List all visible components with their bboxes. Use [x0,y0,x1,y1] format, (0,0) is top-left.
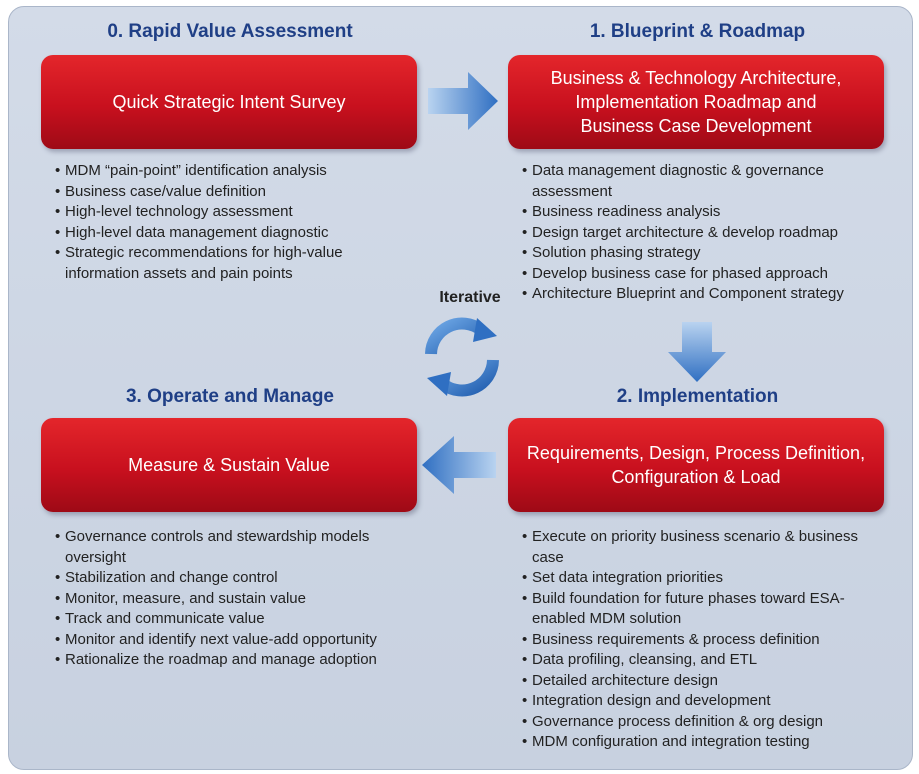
list-item: Architecture Blueprint and Component str… [522,284,887,305]
list-item: Governance controls and stewardship mode… [55,527,400,568]
phase-0-box: Quick Strategic Intent Survey [41,55,417,149]
phase-1-title: 1. Blueprint & Roadmap [589,21,806,42]
list-item: MDM “pain-point” identification analysis [55,161,395,182]
list-item: Monitor, measure, and sustain value [55,589,400,610]
list-item: Set data integration priorities [522,568,887,589]
arrow-down-icon [668,322,726,382]
phase-1-box-line-2: Implementation Roadmap and [575,92,817,112]
list-item: MDM configuration and integration testin… [522,732,887,753]
list-item: Data profiling, cleansing, and ETL [522,650,887,671]
list-item: Business readiness analysis [522,202,887,223]
list-item: Track and communicate value [55,609,400,630]
list-item: Strategic recommendations for high-value… [55,243,395,284]
arrow-left-icon [422,436,496,494]
phase-0-bullets: MDM “pain-point” identification analysis… [55,161,395,284]
phase-0-box-line-1: Quick Strategic Intent Survey [112,92,346,112]
phase-0-title: 0. Rapid Value Assessment [107,21,353,42]
phase-2-box-line-2: Configuration & Load [611,467,781,487]
phase-3-box: Measure & Sustain Value [41,418,417,512]
list-item: Governance process definition & org desi… [522,712,887,733]
list-item: Monitor and identify next value-add oppo… [55,630,400,651]
phase-3-title: 3. Operate and Manage [125,386,334,407]
list-item: Stabilization and change control [55,568,400,589]
list-item: High-level technology assessment [55,202,395,223]
list-item: Develop business case for phased approac… [522,264,887,285]
phase-2-bullets: Execute on priority business scenario & … [522,527,887,753]
phase-1-bullets: Data management diagnostic & governance … [522,161,887,305]
list-item: Business case/value definition [55,182,395,203]
phase-1-box-line-1: Business & Technology Architecture, [550,68,842,88]
iterative-label: Iterative [439,289,501,306]
phase-3-box-line-1: Measure & Sustain Value [128,455,330,475]
list-item: Integration design and development [522,691,887,712]
phase-1-box: Business & Technology Architecture, Impl… [508,55,884,149]
list-item: High-level data management diagnostic [55,223,395,244]
phase-2-box-line-1: Requirements, Design, Process Definition… [526,443,866,463]
list-item: Rationalize the roadmap and manage adopt… [55,650,400,671]
phase-2-box: Requirements, Design, Process Definition… [508,418,884,512]
list-item: Detailed architecture design [522,671,887,692]
list-item: Data management diagnostic & governance … [522,161,887,202]
phase-2-title: 2. Implementation [616,386,779,407]
phase-3-bullets: Governance controls and stewardship mode… [55,527,400,671]
arrow-right-icon [428,72,498,130]
list-item: Execute on priority business scenario & … [522,527,887,568]
list-item: Business requirements & process definiti… [522,630,887,651]
phase-1-box-line-3: Business Case Development [580,116,812,136]
list-item: Solution phasing strategy [522,243,887,264]
cycle-arrows-icon [425,317,499,397]
list-item: Design target architecture & develop roa… [522,223,887,244]
list-item: Build foundation for future phases towar… [522,589,887,630]
